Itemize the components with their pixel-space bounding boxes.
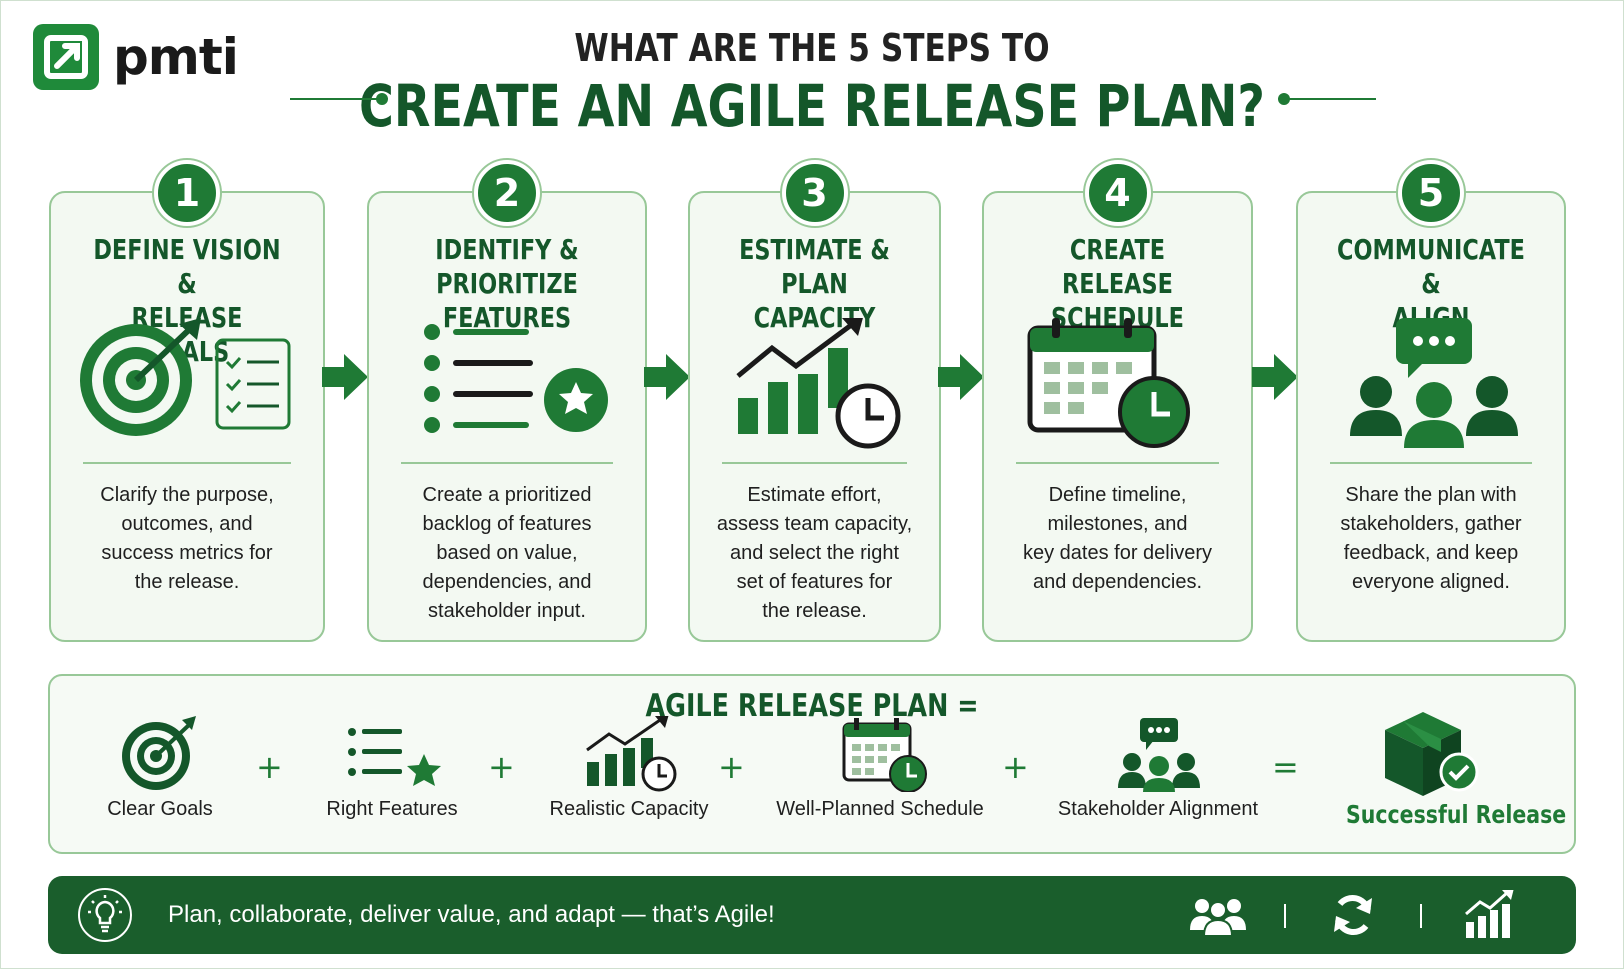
plus-sign: + <box>1002 748 1029 786</box>
list-star-icon <box>369 318 645 458</box>
formula-result-label: Successful Release <box>1346 800 1567 829</box>
team-chat-icon <box>1298 318 1564 458</box>
step-description: Define timeline, milestones, and key dat… <box>1023 484 1212 593</box>
plus-sign: + <box>256 748 283 786</box>
team-icon <box>1188 890 1248 945</box>
title-line-2: CREATE AN AGILE RELEASE PLAN? <box>358 72 1266 140</box>
step-card-1: 1 DEFINE VISION & RELEASE GOALS Clarify … <box>49 160 325 642</box>
pmti-logo-icon <box>33 24 99 90</box>
step-card-5: 5 COMMUNICATE & ALIGN Share the plan wit… <box>1296 160 1566 642</box>
target-checklist-icon <box>51 318 323 458</box>
bar-separator <box>1284 904 1286 928</box>
plus-sign: + <box>718 748 745 786</box>
arrow-right-icon <box>1252 352 1298 402</box>
step-number-badge: 4 <box>1084 160 1151 226</box>
brand-name: pmti <box>113 28 239 86</box>
formula-item-well-planned-schedule: Well-Planned Schedule <box>762 716 998 821</box>
step-card-4: 4 CREATE RELEASE SCHEDULE Define timelin… <box>982 160 1253 642</box>
arrow-right-icon <box>322 352 368 402</box>
step-card-3: 3 ESTIMATE & PLAN CAPACITY Estimate effo… <box>688 160 941 642</box>
arrow-right-icon <box>938 352 984 402</box>
formula-item-realistic-capacity: Realistic Capacity <box>534 716 724 821</box>
title-decor-right <box>1288 98 1376 100</box>
tagline-text: Plan, collaborate, deliver value, and ad… <box>168 901 775 928</box>
formula-item-label: Clear Goals <box>107 798 213 820</box>
step-description: Estimate effort, assess team capacity, a… <box>716 484 913 622</box>
title-line-1: WHAT ARE THE 5 STEPS TO <box>574 26 1050 70</box>
title-dot-right <box>1278 93 1290 105</box>
formula-item-label: Well-Planned Schedule <box>776 798 984 820</box>
growth-chart-clock-icon <box>586 716 677 792</box>
refresh-icon <box>1328 890 1378 945</box>
lightbulb-icon <box>78 888 132 942</box>
growth-chart-icon <box>1462 888 1518 945</box>
brand-logo: pmti <box>33 24 239 90</box>
calendar-clock-icon <box>842 718 927 792</box>
arrow-right-icon <box>644 352 690 402</box>
step-description: Clarify the purpose, outcomes, and succe… <box>100 484 274 593</box>
step-number-badge: 1 <box>154 160 220 226</box>
formula-panel: AGILE RELEASE PLAN = Clear Goals + Right… <box>48 674 1576 854</box>
step-number-badge: 2 <box>474 160 540 226</box>
step-divider <box>1016 462 1219 464</box>
step-number-badge: 3 <box>781 160 848 226</box>
step-title: IDENTIFY & PRIORITIZE FEATURES <box>435 233 579 334</box>
step-divider <box>401 462 613 464</box>
growth-chart-clock-icon <box>690 314 939 458</box>
title-decor-left <box>290 98 380 100</box>
team-chat-icon <box>1118 718 1200 792</box>
plus-sign: + <box>488 748 515 786</box>
step-number-badge: 5 <box>1398 160 1464 226</box>
title-dot-left <box>376 93 388 105</box>
step-card-2: 2 IDENTIFY & PRIORITIZE FEATURES Create … <box>367 160 647 642</box>
bar-separator <box>1420 904 1422 928</box>
step-divider <box>722 462 907 464</box>
target-icon <box>122 716 196 790</box>
equals-sign: = <box>1272 748 1299 786</box>
calendar-clock-icon <box>984 318 1251 458</box>
formula-item-label: Realistic Capacity <box>549 798 709 820</box>
package-check-icon <box>1385 712 1479 796</box>
formula-title: AGILE RELEASE PLAN = <box>645 688 979 724</box>
step-title: COMMUNICATE & ALIGN <box>1337 233 1525 334</box>
formula-item-clear-goals: Clear Goals <box>100 716 220 821</box>
step-divider <box>1330 462 1532 464</box>
formula-item-label: Stakeholder Alignment <box>1057 798 1259 820</box>
step-description: Create a prioritized backlog of features… <box>422 484 592 622</box>
formula-item-label: Right Features <box>326 798 458 820</box>
step-description: Share the plan with stakeholders, gather… <box>1340 484 1522 593</box>
step-divider <box>83 462 291 464</box>
list-star-icon <box>348 728 441 786</box>
formula-item-stakeholder-alignment: Stakeholder Alignment <box>1048 716 1268 821</box>
tagline-bar: Plan, collaborate, deliver value, and ad… <box>48 876 1576 954</box>
formula-result-successful-release: Successful Release <box>1328 706 1567 829</box>
formula-item-right-features: Right Features <box>312 716 472 821</box>
